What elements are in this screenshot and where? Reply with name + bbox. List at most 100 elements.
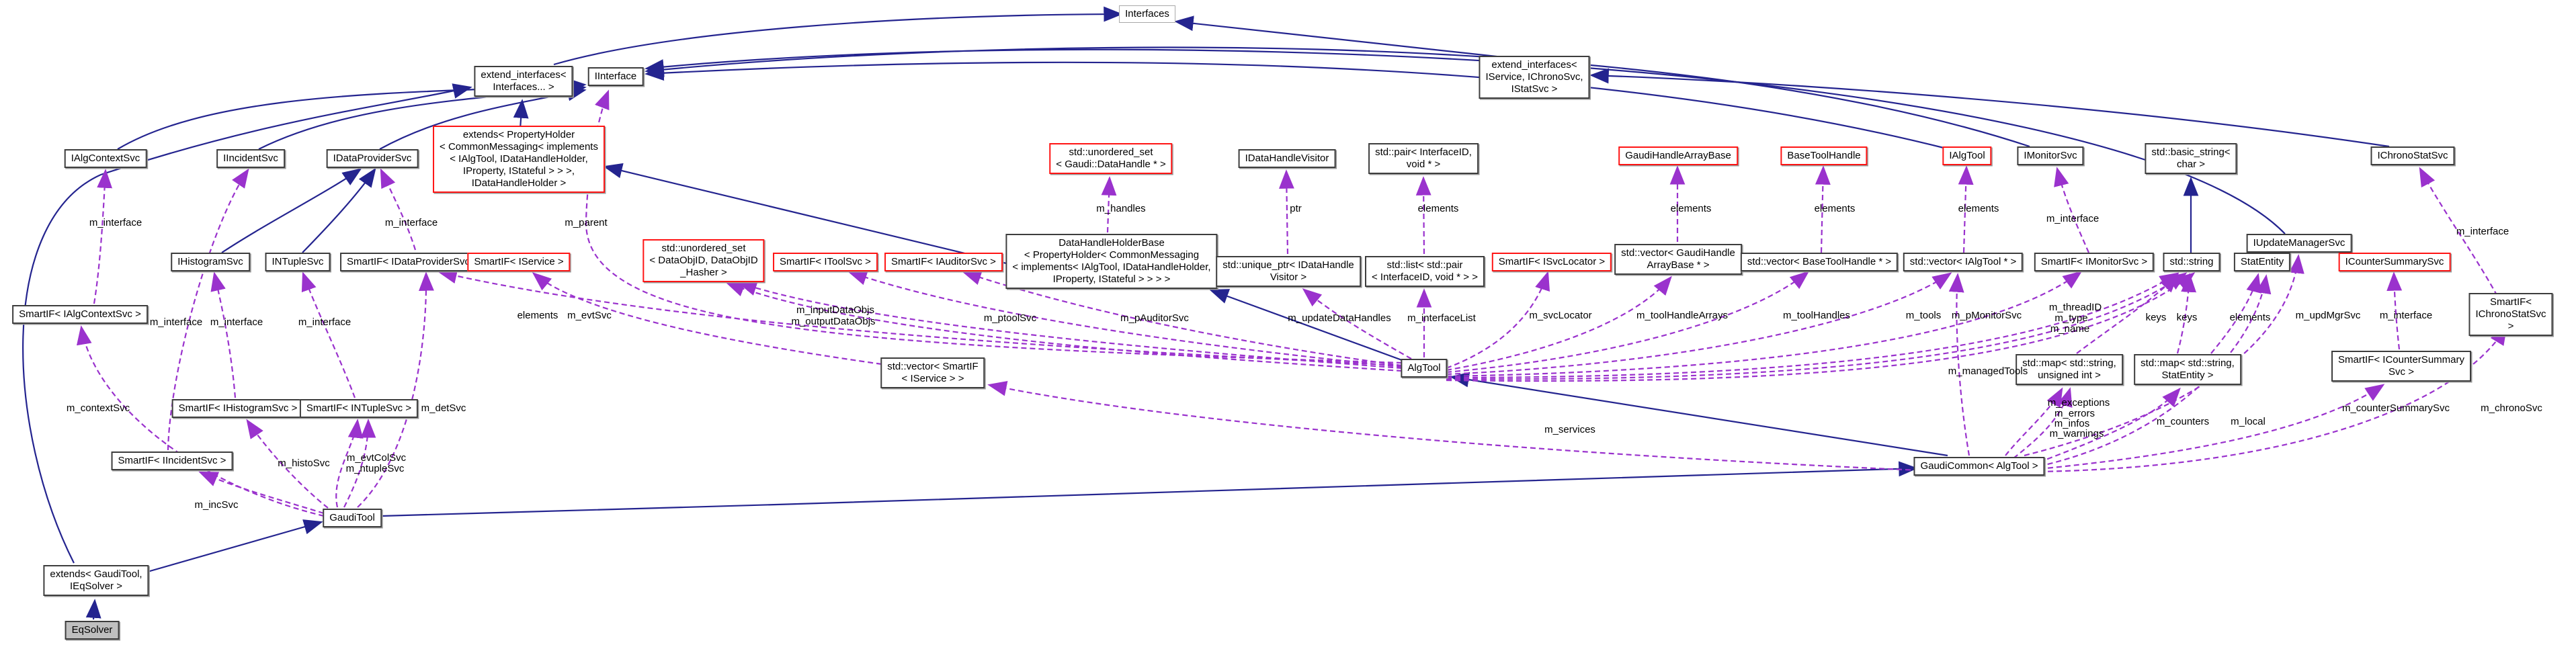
- inheritance-edge-19: [22, 83, 472, 564]
- usage-edge-32: [1446, 271, 1810, 374]
- class-node-extends_ph[interactable]: extends< PropertyHolder < CommonMessagin…: [433, 126, 605, 193]
- usage-edge-56: [335, 419, 364, 508]
- edge-label-m_local: m_local: [2231, 416, 2266, 427]
- edge-label-m_interface: m_interface: [210, 316, 263, 328]
- class-node-sif_iservice[interactable]: SmartIF< IService >: [467, 253, 571, 271]
- usage-edge-50: [2054, 167, 2090, 253]
- inheritance-edge-12: [645, 48, 2286, 234]
- edge-label-m_interface: m_interface: [89, 217, 142, 228]
- class-node-uptr_vis: std::unique_ptr< IDataHandle Visitor >: [1216, 256, 1361, 287]
- class-node-dhhb[interactable]: DataHandleHolderBase < PropertyHolder< C…: [1005, 234, 1218, 289]
- class-node-map_statentity: std::map< std::string, StatEntity >: [2134, 354, 2241, 385]
- class-node-ialgcontextsvc[interactable]: IAlgContextSvc: [64, 149, 147, 168]
- usage-edge-55: [246, 419, 329, 509]
- edge-label-m_interface: m_interface: [2379, 310, 2433, 321]
- inheritance-edge-7: [302, 167, 376, 253]
- usage-edge-44: [2013, 387, 2073, 459]
- class-node-list_pair: std::list< std::pair < InterfaceID, void…: [1364, 256, 1485, 287]
- usage-edge-25: [725, 282, 1403, 372]
- edge-label-m_pAuditorSvc: m_pAuditorSvc: [1120, 312, 1189, 324]
- inheritance-edge-5: [513, 99, 529, 130]
- edge-label-m_warnings: m_warnings: [2049, 428, 2104, 439]
- class-node-eisvc[interactable]: extend_interfaces< IService, IChronoSvc,…: [1479, 56, 1590, 99]
- inheritance-edge-17: [144, 519, 323, 574]
- usage-edge-52: [2386, 271, 2403, 350]
- edge-label-m_exceptions: m_exceptions: [2047, 397, 2110, 408]
- edge-label-m_interface: m_interface: [2046, 213, 2100, 224]
- class-node-ghab[interactable]: GaudiHandleArrayBase: [1618, 146, 1738, 165]
- usage-edge-42: [1948, 273, 1970, 456]
- usage-edge-67: [1815, 165, 1831, 253]
- usage-edge-48: [2038, 384, 2385, 470]
- usage-edge-27: [962, 270, 1403, 367]
- class-node-sif_icountersummary[interactable]: SmartIF< ICounterSummary Svc >: [2331, 351, 2471, 382]
- class-node-vec_ghab: std::vector< GaudiHandle ArrayBase * >: [1614, 244, 1742, 275]
- edge-label-m_counterSummarySvc: m_counterSummarySvc: [2341, 402, 2450, 414]
- usage-edge-58: [357, 271, 434, 508]
- usage-edge-64: [1278, 169, 1294, 255]
- class-node-iinterface[interactable]: IInterface: [587, 67, 644, 86]
- usage-edge-53: [77, 325, 325, 517]
- class-node-intuplesvc[interactable]: INTupleSvc: [265, 253, 331, 271]
- class-node-sif_iincidentsvc[interactable]: SmartIF< IIncidentSvc >: [111, 452, 233, 470]
- usage-edge-34: [1446, 271, 2083, 378]
- class-node-idataprovidersvc[interactable]: IDataProviderSvc: [326, 149, 419, 168]
- edge-label-m_evtColSvc: m_evtColSvc: [346, 452, 407, 464]
- class-node-sif_idataprovider[interactable]: SmartIF< IDataProviderSvc >: [340, 253, 485, 271]
- edge-label-keys: keys: [2145, 312, 2167, 323]
- class-node-pair_iid: std::pair< InterfaceID, void * >: [1368, 143, 1479, 174]
- edge-label-elements: elements: [2229, 312, 2271, 323]
- usage-edge-60: [210, 271, 237, 398]
- class-node-imonitorsvc[interactable]: IMonitorSvc: [2017, 146, 2084, 165]
- inheritance-edge-10: [645, 61, 1950, 150]
- edge-label-m_incSvc: m_incSvc: [194, 499, 239, 511]
- class-node-sif_intuplesvc[interactable]: SmartIF< INTupleSvc >: [299, 399, 419, 418]
- usage-edge-54: [198, 471, 325, 515]
- class-node-gaudicommon[interactable]: GaudiCommon< AlgTool >: [1913, 457, 2045, 476]
- edge-label-m_svcLocator: m_svcLocator: [1529, 310, 1592, 321]
- class-node-idhvisitor[interactable]: IDataHandleVisitor: [1238, 149, 1336, 168]
- class-node-ei[interactable]: extend_interfaces< Interfaces... >: [474, 66, 573, 97]
- edge-label-m_interface: m_interface: [298, 316, 351, 328]
- inheritance-edge-18: [85, 599, 101, 620]
- class-node-sif_ialgcontext[interactable]: SmartIF< IAlgContextSvc >: [12, 305, 148, 324]
- class-node-sif_itoolsvc[interactable]: SmartIF< IToolSvc >: [773, 253, 878, 271]
- class-node-map_uint: std::map< std::string, unsigned int >: [2016, 354, 2123, 385]
- class-node-sif_iauditorsvc[interactable]: SmartIF< IAuditorSvc >: [884, 253, 1003, 271]
- class-node-algtool[interactable]: AlgTool: [1401, 359, 1448, 378]
- edge-label-m_tools: m_tools: [1905, 310, 1942, 321]
- usage-edge-39: [2176, 273, 2197, 354]
- usage-edge-38: [2076, 273, 2179, 354]
- class-node-ihistogramsvc[interactable]: IHistogramSvc: [171, 253, 250, 271]
- class-node-iincidentsvc[interactable]: IIncidentSvc: [216, 149, 285, 168]
- class-node-sif_ihistogramsvc[interactable]: SmartIF< IHistogramSvc >: [171, 399, 304, 418]
- edge-label-elements: elements: [517, 310, 558, 321]
- class-node-sif_isvclocator[interactable]: SmartIF< ISvcLocator >: [1491, 253, 1612, 271]
- edge-label-m_handles: m_handles: [1096, 203, 1146, 214]
- class-node-vec_bth: std::vector< BaseToolHandle * >: [1740, 253, 1899, 271]
- class-node-iupdatemgrsvc[interactable]: IUpdateManagerSvc: [2246, 234, 2352, 253]
- class-node-ialgtool[interactable]: IAlgTool: [1942, 146, 1992, 165]
- class-node-bth[interactable]: BaseToolHandle: [1780, 146, 1868, 165]
- edge-label-m_interface: m_interface: [2456, 226, 2509, 237]
- inheritance-edge-13: [1589, 68, 2390, 148]
- usage-edge-45: [2038, 387, 2181, 464]
- edge-label-m_managedTools: m_managedTools: [1948, 366, 2028, 377]
- class-node-icountersummarysvc[interactable]: ICounterSummarySvc: [2338, 253, 2451, 271]
- inheritance-edge-0: [553, 6, 1123, 66]
- edge-label-m_infos: m_infos: [2054, 418, 2090, 429]
- class-node-ex_gt[interactable]: extends< GaudiTool, IEqSolver >: [43, 565, 149, 596]
- class-node-ichronostatsvc[interactable]: IChronoStatSvc: [2370, 146, 2455, 165]
- class-node-statentity[interactable]: StatEntity: [2233, 253, 2291, 271]
- edge-label-m_histoSvc: m_histoSvc: [278, 458, 330, 469]
- class-node-sif_ichronostat[interactable]: SmartIF< IChronoStatSvc >: [2468, 293, 2553, 336]
- class-node-sif_imonitorsvc[interactable]: SmartIF< IMonitorSvc >: [2034, 253, 2155, 271]
- edge-label-m_interfaceList: m_interfaceList: [1407, 312, 1476, 324]
- class-node-gauditool[interactable]: GaudiTool: [323, 509, 382, 527]
- edge-label-m_type: m_type: [2054, 312, 2088, 324]
- edge-label-m_contextSvc: m_contextSvc: [66, 402, 130, 414]
- edge-label-elements: elements: [1670, 203, 1712, 214]
- edge-label-keys: keys: [2176, 312, 2198, 323]
- usage-edge-20: [93, 169, 113, 304]
- inheritance-edge-16: [381, 461, 1918, 517]
